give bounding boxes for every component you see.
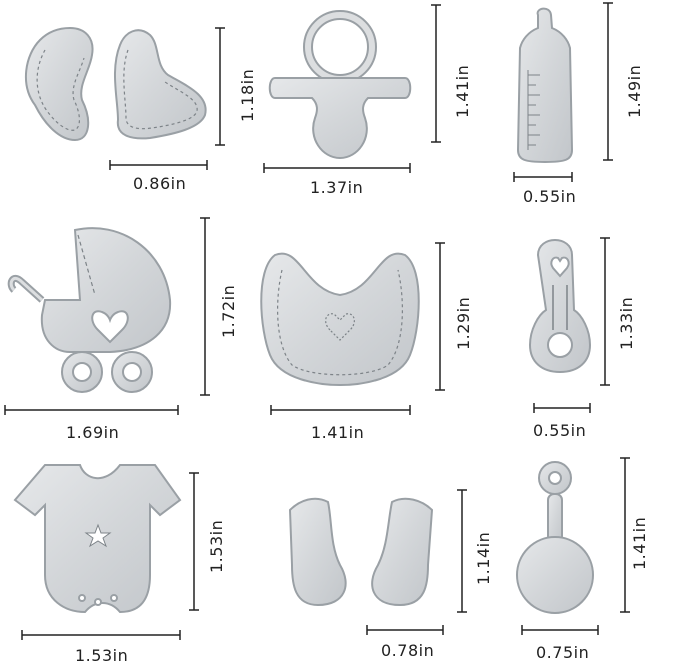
pacifier-height-label: 1.41in xyxy=(453,64,472,118)
pacifier-width-label: 1.37in xyxy=(310,178,364,197)
bib-width-label: 1.41in xyxy=(311,423,365,442)
rattle-width-label: 0.75in xyxy=(536,643,590,662)
bottle-width-label: 0.55in xyxy=(523,187,577,206)
carriage-height-label: 1.72in xyxy=(219,284,238,338)
feet-width-label: 0.86in xyxy=(133,174,187,193)
pacifier-die xyxy=(268,10,412,160)
bib-height-label: 1.29in xyxy=(454,296,473,350)
onesie-width-label: 1.53in xyxy=(75,646,129,665)
pin-height-label: 1.33in xyxy=(617,296,636,350)
baby-feet-die xyxy=(24,26,207,142)
baby-bottle-die xyxy=(516,7,574,164)
rattle-height-label: 1.41in xyxy=(630,516,649,570)
rattle-die xyxy=(516,461,594,614)
feet-height-label: 1.18in xyxy=(238,68,257,122)
bottle-height-label: 1.49in xyxy=(625,64,644,118)
socks-die xyxy=(288,497,434,607)
baby-carriage-die xyxy=(7,227,172,393)
safety-pin-die xyxy=(528,239,592,374)
carriage-width-label: 1.69in xyxy=(66,423,120,442)
socks-width-label: 0.78in xyxy=(381,641,435,660)
onesie-die xyxy=(13,464,182,614)
socks-height-label: 1.14in xyxy=(474,531,493,585)
bib-die xyxy=(260,252,420,387)
onesie-height-label: 1.53in xyxy=(207,519,226,573)
pin-width-label: 0.55in xyxy=(533,421,587,440)
dimension-rulers xyxy=(4,2,630,640)
